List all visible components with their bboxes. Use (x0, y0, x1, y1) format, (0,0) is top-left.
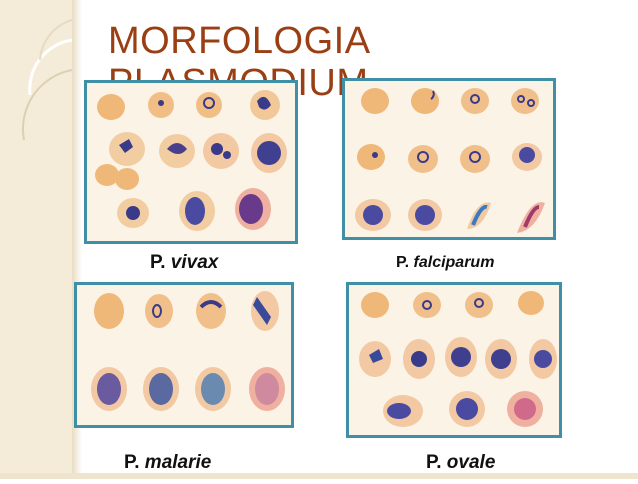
falciparum-row-3 (355, 199, 545, 233)
panel-ovale (346, 282, 562, 438)
caption-falciparum-species: falciparum (413, 254, 495, 271)
vivax-cell-illustration (95, 90, 287, 231)
vivax-row-2 (95, 132, 287, 190)
ovale-row-2 (359, 337, 557, 379)
caption-vivax-genus: P. (150, 252, 166, 273)
caption-ovale-genus: P. (426, 452, 442, 473)
caption-malarie-species: malarie (144, 452, 212, 473)
sidebar-decoration (0, 0, 73, 479)
malarie-row-1 (94, 291, 279, 331)
caption-vivax-species: vivax (170, 252, 219, 273)
ovale-cell-illustration (359, 291, 557, 427)
caption-malarie: P. malarie (124, 452, 211, 474)
vivax-row-1 (97, 90, 280, 120)
caption-falciparum-genus: P. (396, 254, 410, 271)
footer-strip (0, 473, 638, 479)
falciparum-row-1 (361, 88, 539, 114)
title-line-1: MORFOLOGIA (108, 20, 371, 62)
caption-ovale-species: ovale (446, 452, 496, 473)
caption-malarie-genus: P. (124, 452, 140, 473)
caption-vivax: P. vivax (150, 252, 218, 274)
caption-ovale: P. ovale (426, 452, 495, 474)
ovale-row-1 (361, 291, 544, 318)
falciparum-cell-illustration (355, 88, 545, 233)
ovale-row-3 (383, 391, 543, 427)
caption-falciparum: P. falciparum (396, 254, 494, 272)
panel-malarie (74, 282, 294, 428)
malarie-cell-illustration (91, 291, 285, 411)
panel-falciparum (342, 78, 556, 240)
falciparum-row-2 (357, 143, 542, 173)
malarie-row-2 (91, 367, 285, 411)
panel-vivax (84, 80, 298, 244)
decorative-arcs (21, 19, 73, 141)
sidebar-edge (72, 0, 82, 479)
vivax-row-3 (117, 188, 271, 231)
